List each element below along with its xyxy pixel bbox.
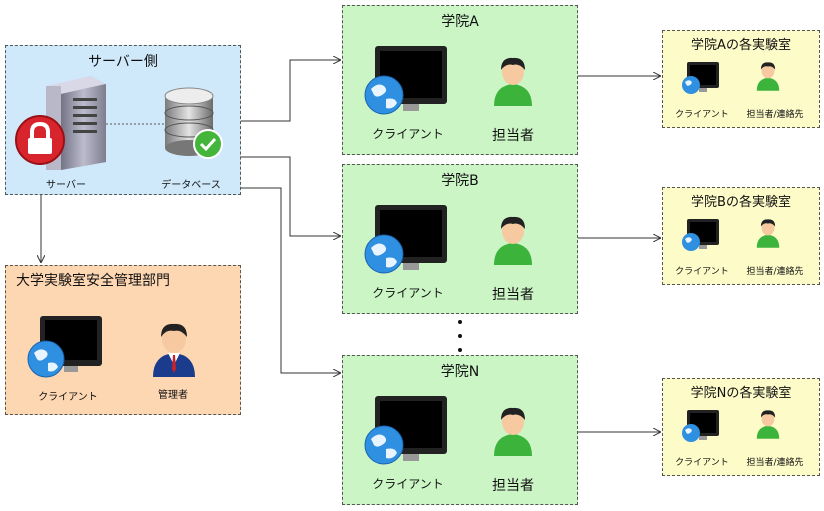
person-icon bbox=[494, 216, 532, 265]
arrow-server-to-college-b bbox=[241, 156, 340, 236]
lab-a-client-label: クライアント bbox=[675, 110, 729, 120]
lab-a-title: 学院Aの各実験室 bbox=[691, 38, 791, 53]
globe-icon bbox=[364, 75, 404, 115]
manager-icon bbox=[153, 323, 195, 377]
lab-a-box: 学院Aの各実験室 クライアント 担当者/連絡先 bbox=[662, 30, 820, 128]
person-icon bbox=[756, 410, 780, 439]
server-side-box: サーバー側 bbox=[5, 45, 241, 195]
lab-n-box: 学院Nの各実験室 クライアント 担当者/連絡先 bbox=[662, 378, 820, 476]
server-side-title: サーバー側 bbox=[88, 54, 158, 70]
lab-b-title: 学院Bの各実験室 bbox=[691, 195, 791, 210]
database-label: データベース bbox=[161, 180, 221, 191]
college-b-title: 学院B bbox=[441, 173, 479, 189]
lab-b-person-label: 担当者/連絡先 bbox=[746, 267, 804, 277]
college-a-title: 学院A bbox=[441, 14, 479, 30]
lab-n-person-label: 担当者/連絡先 bbox=[746, 458, 804, 468]
lab-b-client-label: クライアント bbox=[675, 267, 729, 277]
ellipsis-dot bbox=[458, 334, 462, 338]
ellipsis-dot bbox=[458, 348, 462, 352]
college-n-title: 学院N bbox=[440, 364, 480, 380]
server-label: サーバー bbox=[46, 180, 86, 191]
lab-n-title: 学院Nの各実験室 bbox=[690, 386, 792, 401]
check-icon bbox=[193, 129, 223, 159]
college-n-person-label: 担当者 bbox=[492, 478, 534, 494]
globe-icon bbox=[364, 425, 404, 465]
department-client-label: クライアント bbox=[38, 392, 98, 403]
college-b-box: 学院B クライアント 担当者 bbox=[342, 164, 578, 314]
college-b-person-label: 担当者 bbox=[492, 287, 534, 303]
server-db-link bbox=[106, 123, 166, 125]
person-icon bbox=[494, 407, 532, 456]
globe-icon bbox=[682, 424, 700, 442]
department-admin-label: 管理者 bbox=[158, 390, 188, 401]
college-n-client-label: クライアント bbox=[372, 477, 444, 491]
college-n-box: 学院N クライアント 担当者 bbox=[342, 355, 578, 505]
college-a-client-label: クライアント bbox=[372, 127, 444, 141]
lab-n-client-label: クライアント bbox=[675, 458, 729, 468]
lock-icon bbox=[15, 115, 65, 165]
department-title: 大学実験室安全管理部門 bbox=[16, 273, 170, 289]
lab-b-box: 学院Bの各実験室 クライアント 担当者/連絡先 bbox=[662, 187, 820, 285]
monitor-icon bbox=[375, 396, 447, 461]
lab-a-person-label: 担当者/連絡先 bbox=[746, 110, 804, 120]
arrow-server-to-college-n bbox=[241, 187, 340, 373]
globe-icon bbox=[682, 76, 700, 94]
ellipsis-dot bbox=[458, 320, 462, 324]
college-b-client-label: クライアント bbox=[372, 286, 444, 300]
arrow-server-to-college-a bbox=[241, 60, 340, 122]
person-icon bbox=[756, 219, 780, 248]
college-a-person-label: 担当者 bbox=[492, 128, 534, 144]
globe-icon bbox=[682, 233, 700, 251]
globe-icon bbox=[27, 340, 65, 378]
person-icon bbox=[756, 62, 780, 91]
safety-department-box: 大学実験室安全管理部門 クライアント 管理者 bbox=[5, 265, 241, 415]
college-a-box: 学院A クライアント 担当者 bbox=[342, 5, 578, 155]
person-icon bbox=[494, 57, 532, 106]
globe-icon bbox=[364, 234, 404, 274]
